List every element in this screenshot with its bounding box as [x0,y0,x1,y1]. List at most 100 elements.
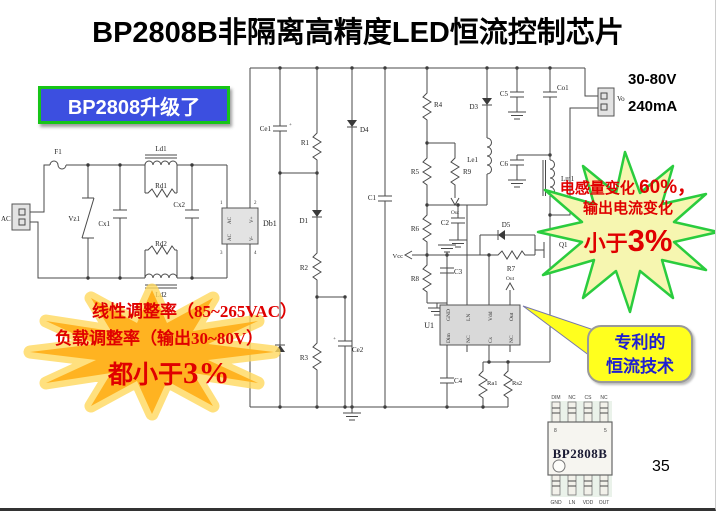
output-voltage: 30-80V [628,71,677,88]
inductance-burst-line3: 小于3% [583,223,673,258]
output-current: 240mA [628,98,678,115]
label-r8: R8 [411,275,420,283]
u1-pin-label: NC [466,335,472,343]
package-part-number: BP2808B [553,446,608,461]
label-le1: Le1 [467,156,478,164]
center-branches: + Ce1 R1 D1 R2 R3 + Ce2 D4 C1 [260,68,392,407]
label-d4: D4 [360,126,369,134]
label-ra1: Ra1 [487,380,497,387]
mosfet-q1: Q1 [535,240,568,260]
package-pin-number: 5 [604,428,607,434]
label-f1: F1 [54,148,62,156]
label-c3: C3 [454,268,463,276]
label-rs2: Rs2 [512,380,522,387]
bridge-pin-label: AC [228,233,233,241]
patent-callout-text: 专利的 恒流技术 [588,331,692,379]
chip-package-image: DIM NC CS NC 8 5 BP2808B GND LN VDD OUT [547,395,613,506]
polarity-plus: + [333,337,336,342]
label-r4: R4 [434,101,443,109]
patent-callout-shape [522,305,693,383]
label-r7: R7 [507,265,516,273]
label-c5: C5 [500,90,509,98]
inductance-burst-line1: 电感量变化 60%， [559,177,697,198]
package-pin-label: LN [569,500,576,506]
label-q1: Q1 [559,241,568,249]
label-u1: U1 [424,321,434,330]
patent-callout-line1: 专利的 [614,333,666,352]
bridge-pin-number: 2 [254,201,257,206]
bridge-pin-number: 3 [220,251,223,256]
bridge-pin-label: AC [228,216,233,224]
regulation-burst-line1: 线性调整率（85~265VAC） [92,302,297,321]
bridge-pin-number: 4 [254,251,257,256]
regulation-burst-line2: 负载调整率（输出30~80V） [55,329,264,348]
u1-pin-label: LN [466,314,472,321]
bridge-rectifier: AC AC V+ V- 1 2 3 4 Db1 [220,68,277,407]
package-pin-number: 8 [554,428,557,434]
label-c6: C6 [500,160,509,168]
label-vz1: Vz1 [68,215,80,223]
polarity-plus: + [289,123,292,128]
bridge-pin-number: 1 [220,201,223,206]
regulation-burst-line3: 都小于3% [108,355,230,390]
output-spec: 30-80V 240mA [628,66,677,120]
inductance-burst-text: 电感量变化 60%， 输出电流变化 小于3% [540,177,715,258]
package-pin-label: DIM [551,395,560,401]
patent-callout-line2: 恒流技术 [606,357,674,376]
emi-filter-section: AC F1 Ld1 Rd1 Vz1 Cx1 Cx2 Rd2 Ld2 [1,145,228,299]
label-lm1: Lm1 [561,175,575,183]
package-pin-label: NC [600,395,608,401]
ac-connector [11,203,31,231]
u1-pin-label: GND [446,309,452,321]
bridge-pin-label: V- [250,236,255,241]
label-rd2: Rd2 [155,240,167,248]
regulation-starburst [23,283,281,421]
label-co1: Co1 [557,84,569,92]
label-ce1: Ce1 [260,125,272,133]
label-ce2: Ce2 [352,346,364,354]
label-db1: Db1 [263,219,277,228]
vo-connector [597,87,615,117]
label-c4: C4 [454,377,463,385]
package-pin-label: CS [585,395,593,401]
u1-pin-label: Dim [446,333,452,344]
package-pin-label: VDD [583,500,594,506]
label-r3: R3 [300,354,309,362]
vcc-chain: R4 R5 R9 Out R6 R8 C2 Vcc C3 [393,68,495,316]
label-ld1: Ld1 [155,145,167,153]
page-title: BP2808B非隔离高精度LED恒流控制芯片 [92,17,624,49]
buck-stage: D3 Le1 C5 C6 Co1 Lm1 Q1 Ra1 Rs2 D5 R7 [467,68,625,407]
label-cx1: Cx1 [98,220,110,228]
u1-pin-label: Vdd [488,311,494,321]
upgrade-badge: BP2808升级了 [38,86,230,124]
inductance-burst-line2: 输出电流变化 [582,200,673,217]
label-d3: D3 [469,103,478,111]
page-number: 35 [652,458,670,475]
u1-pin-label: Cs [488,337,494,343]
label-ac: AC [1,215,11,223]
u1-pin-label: NC [509,335,515,343]
label-c2: C2 [441,219,450,227]
package-pin-label: GND [550,500,562,506]
label-r9: R9 [463,168,472,176]
label-cx2: Cx2 [173,201,185,209]
label-vcc: Vcc [393,253,404,260]
label-c1: C1 [368,194,377,202]
bridge-pin-label: V+ [250,216,255,223]
label-r6: R6 [411,225,420,233]
package-pin-label: OUT [599,500,610,506]
label-rd1: Rd1 [155,182,167,190]
label-out-r9: Out [451,210,460,216]
package-pin-label: NC [568,395,576,401]
label-r2: R2 [300,264,309,272]
power-rails [250,66,585,421]
upgrade-badge-label: BP2808升级了 [67,96,201,119]
u1-pin-label: Out [509,312,515,321]
inductance-starburst [536,150,715,314]
label-out-chip: Out [506,276,515,282]
u1-chip: Out U1 GND LN Vdd Out Dim NC Cs NC C4 [424,205,521,407]
label-d5: D5 [502,221,511,229]
label-vo: Vo [617,95,625,103]
